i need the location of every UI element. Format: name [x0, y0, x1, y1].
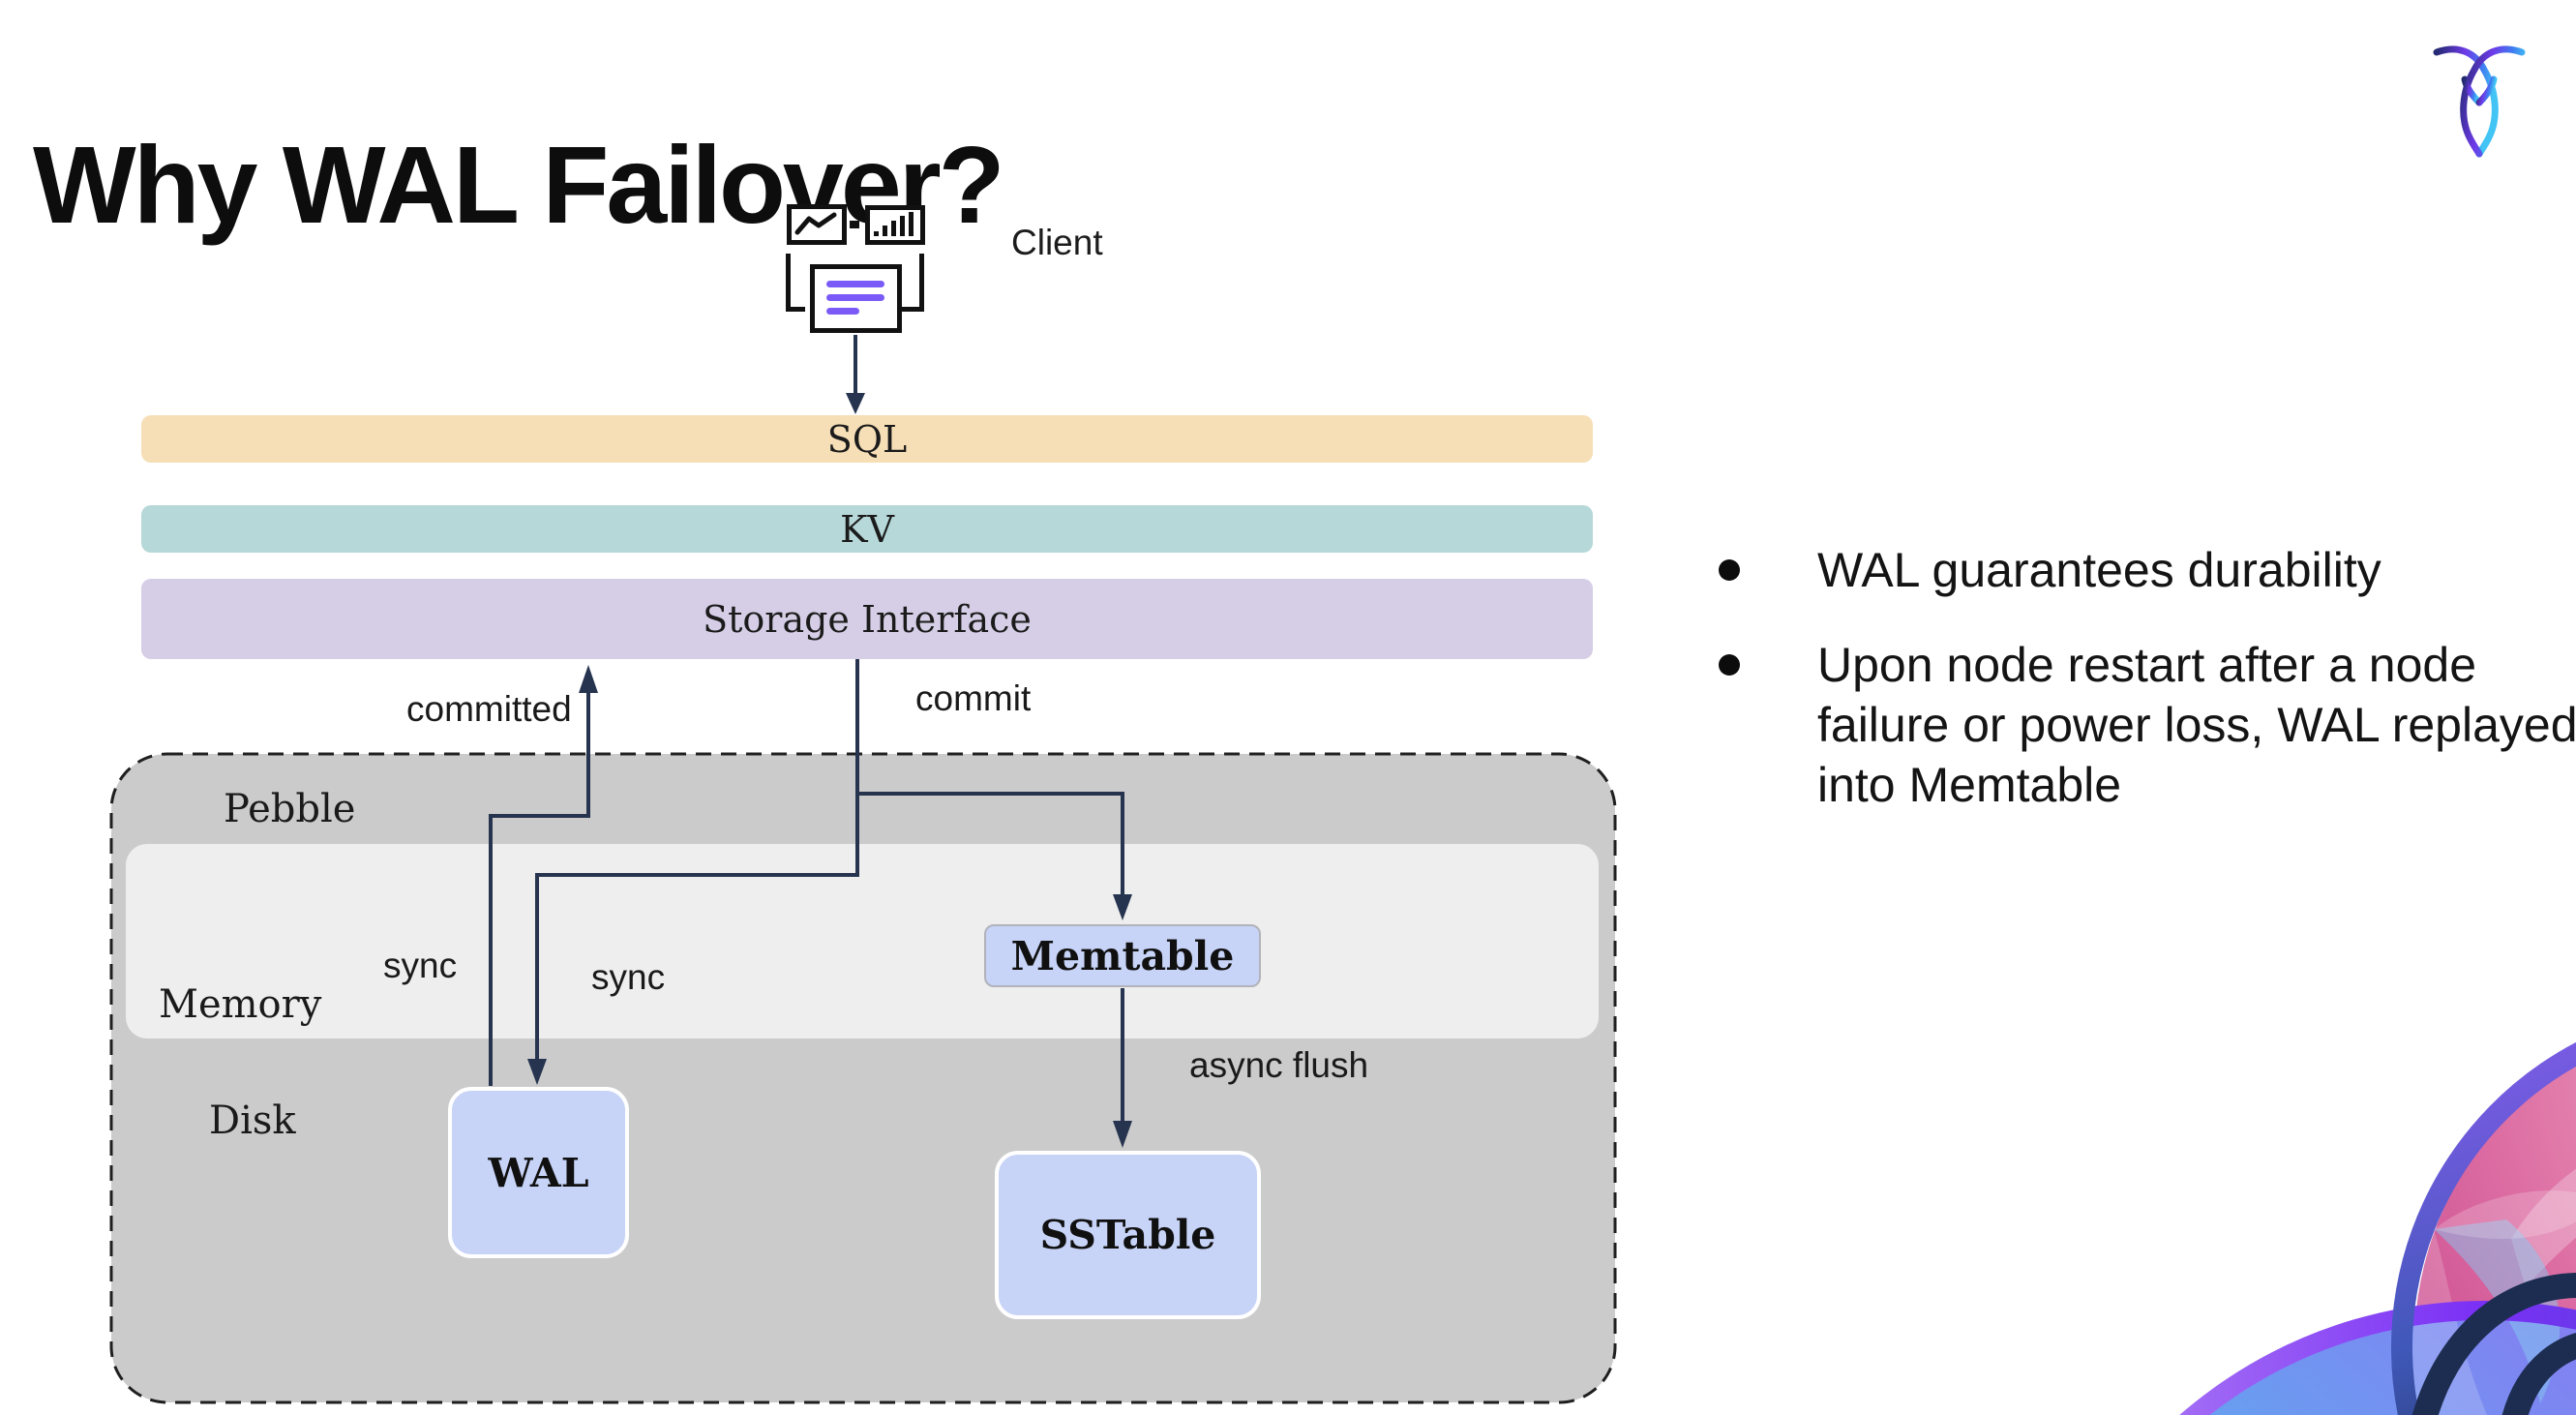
sync-label-right: sync: [591, 957, 666, 997]
commit-label: commit: [915, 678, 1032, 718]
cockroachdb-logo-icon: [2433, 45, 2526, 158]
memtable-node-label: Memtable: [1010, 932, 1235, 979]
pebble-label: Pebble: [224, 787, 356, 831]
memory-zone: [126, 844, 1599, 1039]
bullet-dot-icon: [1719, 559, 1740, 581]
sstable-node: SSTable: [995, 1151, 1261, 1319]
bracket-left-icon: [786, 254, 805, 312]
bullet-text: Upon node restart after a node failure o…: [1817, 638, 2576, 812]
bullet-text: WAL guarantees durability: [1817, 543, 2381, 597]
list-item: Upon node restart after a node failure o…: [1719, 635, 2576, 815]
bullet-dot-icon: [1719, 654, 1740, 676]
cockroach-brand-art: [2148, 1041, 2576, 1415]
layer-storage-interface-label: Storage Interface: [703, 597, 1032, 641]
document-icon: [810, 264, 902, 333]
disk-label: Disk: [209, 1099, 296, 1143]
async-flush-label: async flush: [1189, 1045, 1369, 1085]
sstable-node-label: SSTable: [1039, 1212, 1216, 1258]
arrowhead: [846, 393, 865, 414]
memory-label: Memory: [159, 982, 322, 1027]
arrowhead: [579, 665, 598, 693]
wal-node: WAL: [448, 1087, 629, 1258]
connector-dash: [850, 221, 859, 228]
list-item: WAL guarantees durability: [1719, 540, 2576, 600]
wal-node-label: WAL: [488, 1149, 589, 1196]
bar-chart-icon: [865, 205, 925, 245]
memtable-node: Memtable: [984, 924, 1261, 987]
client-label: Client: [1011, 223, 1103, 262]
bullet-list: WAL guarantees durability Upon node rest…: [1719, 540, 2576, 850]
line-chart-icon: [787, 204, 847, 245]
layer-kv-label: KV: [840, 507, 894, 551]
sync-label-left: sync: [383, 946, 458, 985]
committed-label: committed: [406, 689, 572, 729]
layer-kv: KV: [141, 505, 1593, 553]
layer-storage-interface: Storage Interface: [141, 579, 1593, 659]
layer-sql-label: SQL: [826, 417, 908, 461]
bracket-right-icon: [902, 254, 924, 312]
layer-sql: SQL: [141, 415, 1593, 463]
